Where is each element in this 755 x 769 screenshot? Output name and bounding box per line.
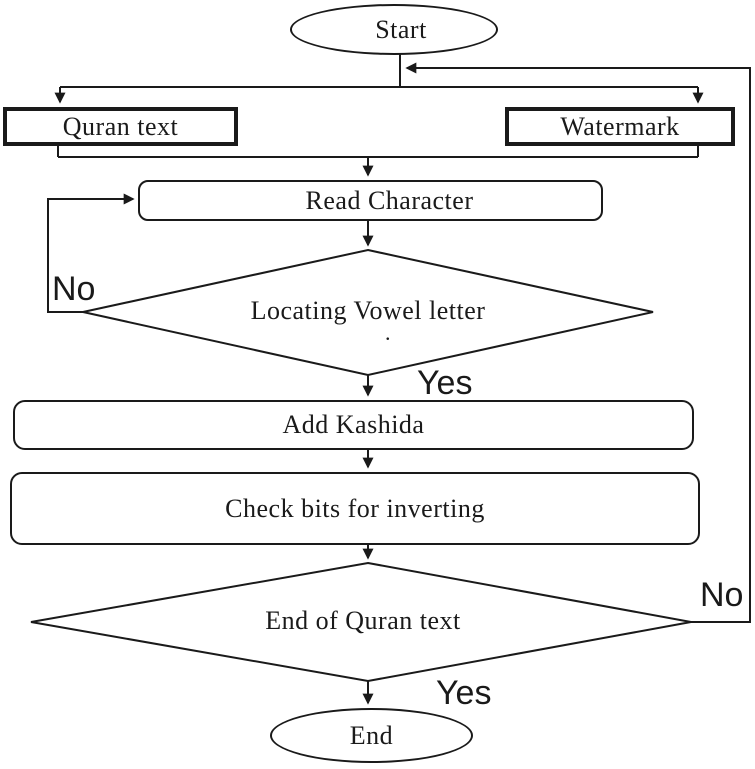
endquran-no-label: No bbox=[700, 576, 744, 614]
add-kashida-label: Add Kashida bbox=[282, 410, 425, 439]
read-character-label: Read Character bbox=[305, 185, 474, 215]
quran-text-label: Quran text bbox=[62, 111, 179, 141]
check-bits-node: Check bits for inverting bbox=[10, 472, 700, 545]
add-kashida-node: Add Kashida bbox=[13, 400, 694, 450]
stray-dot: . bbox=[385, 320, 391, 345]
edge-no-feedback-loop bbox=[405, 62, 751, 623]
end-of-quran-decision: End of Quran text bbox=[128, 606, 598, 636]
watermark-node: Watermark bbox=[505, 107, 735, 146]
vowel-yes-label: Yes bbox=[417, 364, 473, 402]
end-node: End bbox=[270, 708, 473, 763]
locating-vowel-label: Locating Vowel letter bbox=[250, 296, 486, 325]
locating-vowel-decision: Locating Vowel letter bbox=[128, 296, 608, 326]
check-bits-label: Check bits for inverting bbox=[225, 493, 485, 523]
edge-vowel-no-loop bbox=[47, 193, 135, 313]
end-of-quran-label: End of Quran text bbox=[265, 606, 461, 635]
start-node: Start bbox=[290, 4, 498, 55]
endquran-yes-label: Yes bbox=[436, 674, 492, 712]
vowel-no-label: No bbox=[52, 270, 96, 308]
quran-text-node: Quran text bbox=[3, 107, 238, 146]
end-label: End bbox=[349, 720, 394, 750]
start-label: Start bbox=[375, 14, 427, 44]
watermark-label: Watermark bbox=[560, 111, 680, 141]
read-character-node: Read Character bbox=[138, 180, 603, 221]
